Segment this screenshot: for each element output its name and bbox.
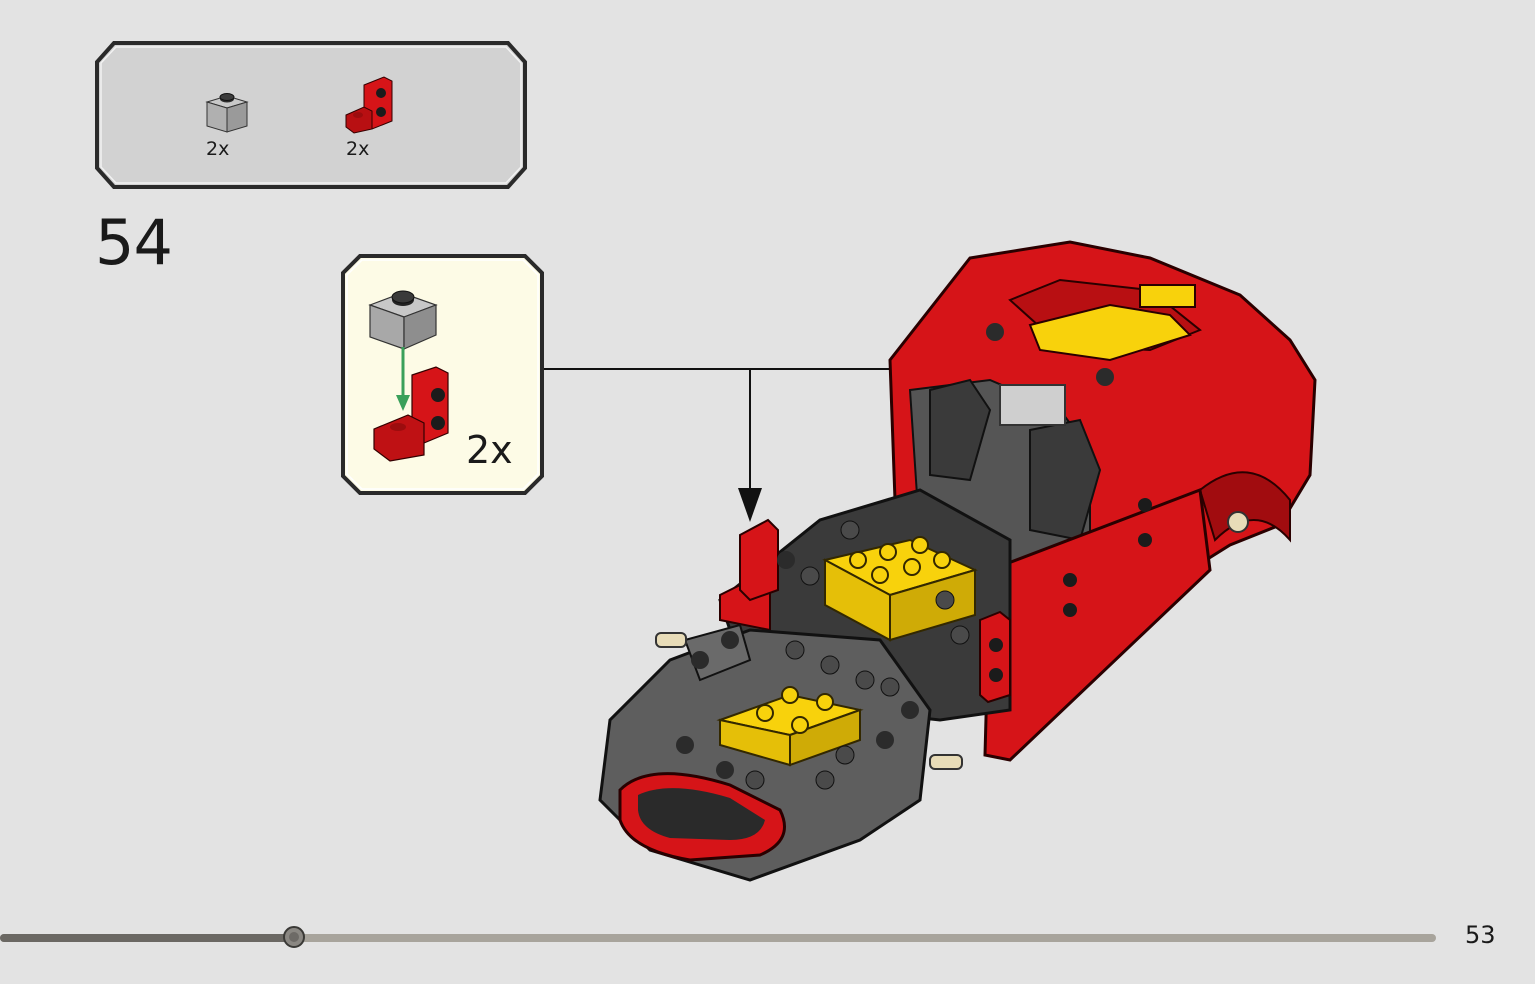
subassembly-illustration <box>368 290 449 462</box>
subassembly-multiplier: 2x <box>466 428 513 472</box>
part-count-label: 2x <box>346 138 370 160</box>
progress-track <box>0 934 1436 942</box>
gray-brick-part-icon <box>205 93 249 133</box>
part-count-label: 2x <box>206 138 230 160</box>
page-number: 53 <box>1465 921 1496 949</box>
car-model-illustration <box>598 240 1317 882</box>
parts-list-box <box>95 41 527 189</box>
progress-knob[interactable] <box>283 926 305 948</box>
step-number: 54 <box>95 206 173 279</box>
red-bracket-part-icon <box>345 76 393 134</box>
progress-fill <box>0 934 294 942</box>
